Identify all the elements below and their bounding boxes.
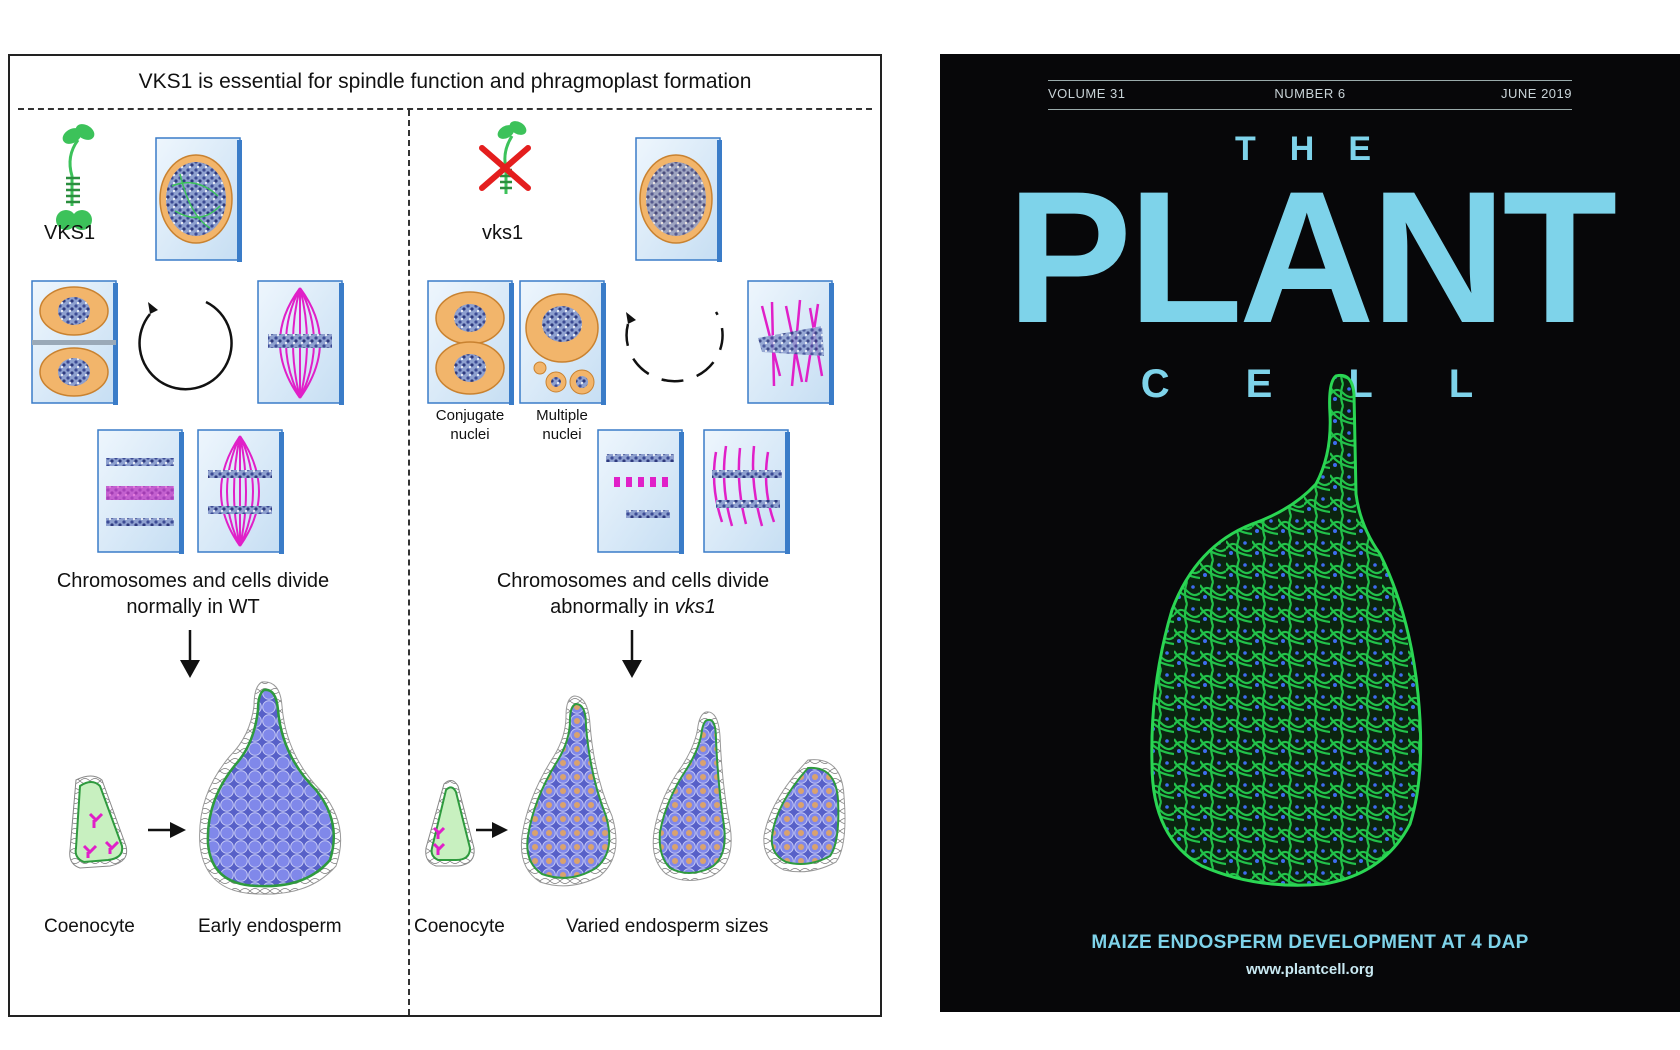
- mutant-coenocyte-label: Coenocyte: [414, 916, 505, 937]
- vks1-mutant-label: vks1: [482, 222, 524, 244]
- cover-title-cell: CELL: [940, 362, 1680, 407]
- conjugate-label-line2: nuclei: [450, 426, 490, 443]
- knockout-cross-icon: [479, 145, 531, 191]
- wt-cycle-arrow: [138, 300, 233, 391]
- multiple-nuclei-label: Multiple nuclei: [522, 406, 602, 444]
- cover-title-plant: PLANT: [1006, 152, 1618, 362]
- wt-daughter-cells: [31, 280, 118, 405]
- cover-issue-bar: VOLUME 31 NUMBER 6 JUNE 2019: [1048, 80, 1572, 110]
- wt-coenocyte-label: Coenocyte: [44, 916, 135, 937]
- vks1-protein-icon: [56, 124, 95, 230]
- mutant-endosperm-label: Varied endosperm sizes: [566, 916, 769, 937]
- cover-title-the: THE: [1235, 130, 1405, 168]
- cover-url: www.plantcell.org: [1246, 961, 1374, 978]
- conjugate-label-line1: Conjugate: [435, 407, 505, 424]
- mutant-interphase-cell: [635, 137, 722, 262]
- vks1-protein-label: VKS1: [44, 222, 96, 244]
- cover-volume: VOLUME 31: [1048, 86, 1126, 101]
- wt-metaphase-spindle: [257, 280, 344, 405]
- wt-anaphase-cell: [197, 429, 284, 554]
- multiple-label-line2: nuclei: [542, 426, 582, 443]
- mutant-cycle-arrow: [625, 311, 724, 383]
- mutant-endosperm-large: [520, 695, 617, 887]
- mutant-endosperm-medium: [652, 711, 732, 881]
- mutant-summary-line2: abnormally in vks1: [480, 594, 786, 620]
- vks1-figure: VKS1 is essential for spindle function a…: [8, 54, 882, 1017]
- cover-endosperm-image: [1150, 373, 1423, 887]
- mutant-anaphase-cell: [703, 429, 790, 554]
- mutant-summary-gene: vks1: [674, 596, 716, 618]
- wt-coenocyte: [69, 775, 128, 869]
- diagram-graphics: [31, 121, 846, 895]
- title-divider: [18, 108, 872, 110]
- multiple-nuclei-cell: [519, 280, 606, 405]
- cover-number: NUMBER 6: [1274, 86, 1346, 101]
- wt-endosperm-label: Early endosperm: [198, 916, 342, 937]
- wt-early-endosperm: [199, 681, 342, 895]
- journal-cover: VOLUME 31 NUMBER 6 JUNE 2019 THE PLANT C…: [940, 54, 1680, 1012]
- panel-divider: [408, 110, 410, 1015]
- mutant-coenocyte: [425, 780, 475, 867]
- wt-summary-line1: Chromosomes and cells divide: [56, 570, 330, 592]
- mutant-telophase-cell: [597, 429, 684, 554]
- multiple-label-line1: Multiple: [536, 407, 588, 424]
- wt-summary-line2: normally in WT: [126, 596, 260, 618]
- mutant-spindle-cell: [747, 280, 834, 405]
- figure-title: VKS1 is essential for spindle function a…: [138, 70, 752, 93]
- mutant-endosperm-small: [763, 759, 846, 873]
- mutant-right-arrow: [476, 822, 508, 838]
- wt-summary-text: Chromosomes and cells divide normally in…: [40, 568, 346, 620]
- conjugate-nuclei-label: Conjugate nuclei: [430, 406, 510, 444]
- mutant-summary-line1: Chromosomes and cells divide: [496, 570, 770, 592]
- mutant-summary-text: Chromosomes and cells divide abnormally …: [480, 568, 786, 620]
- cover-caption: MAIZE ENDOSPERM DEVELOPMENT AT 4 DAP: [1091, 932, 1529, 953]
- conjugate-nuclei-cell: [427, 280, 514, 405]
- wt-right-arrow: [148, 822, 186, 838]
- wt-telophase-cell: [97, 429, 184, 554]
- mutant-summary-prefix: abnormally in: [550, 596, 675, 618]
- mutant-down-arrow: [622, 630, 642, 678]
- cover-date: JUNE 2019: [1501, 86, 1572, 101]
- wt-interphase-cell: [155, 137, 242, 262]
- wt-down-arrow: [180, 630, 200, 678]
